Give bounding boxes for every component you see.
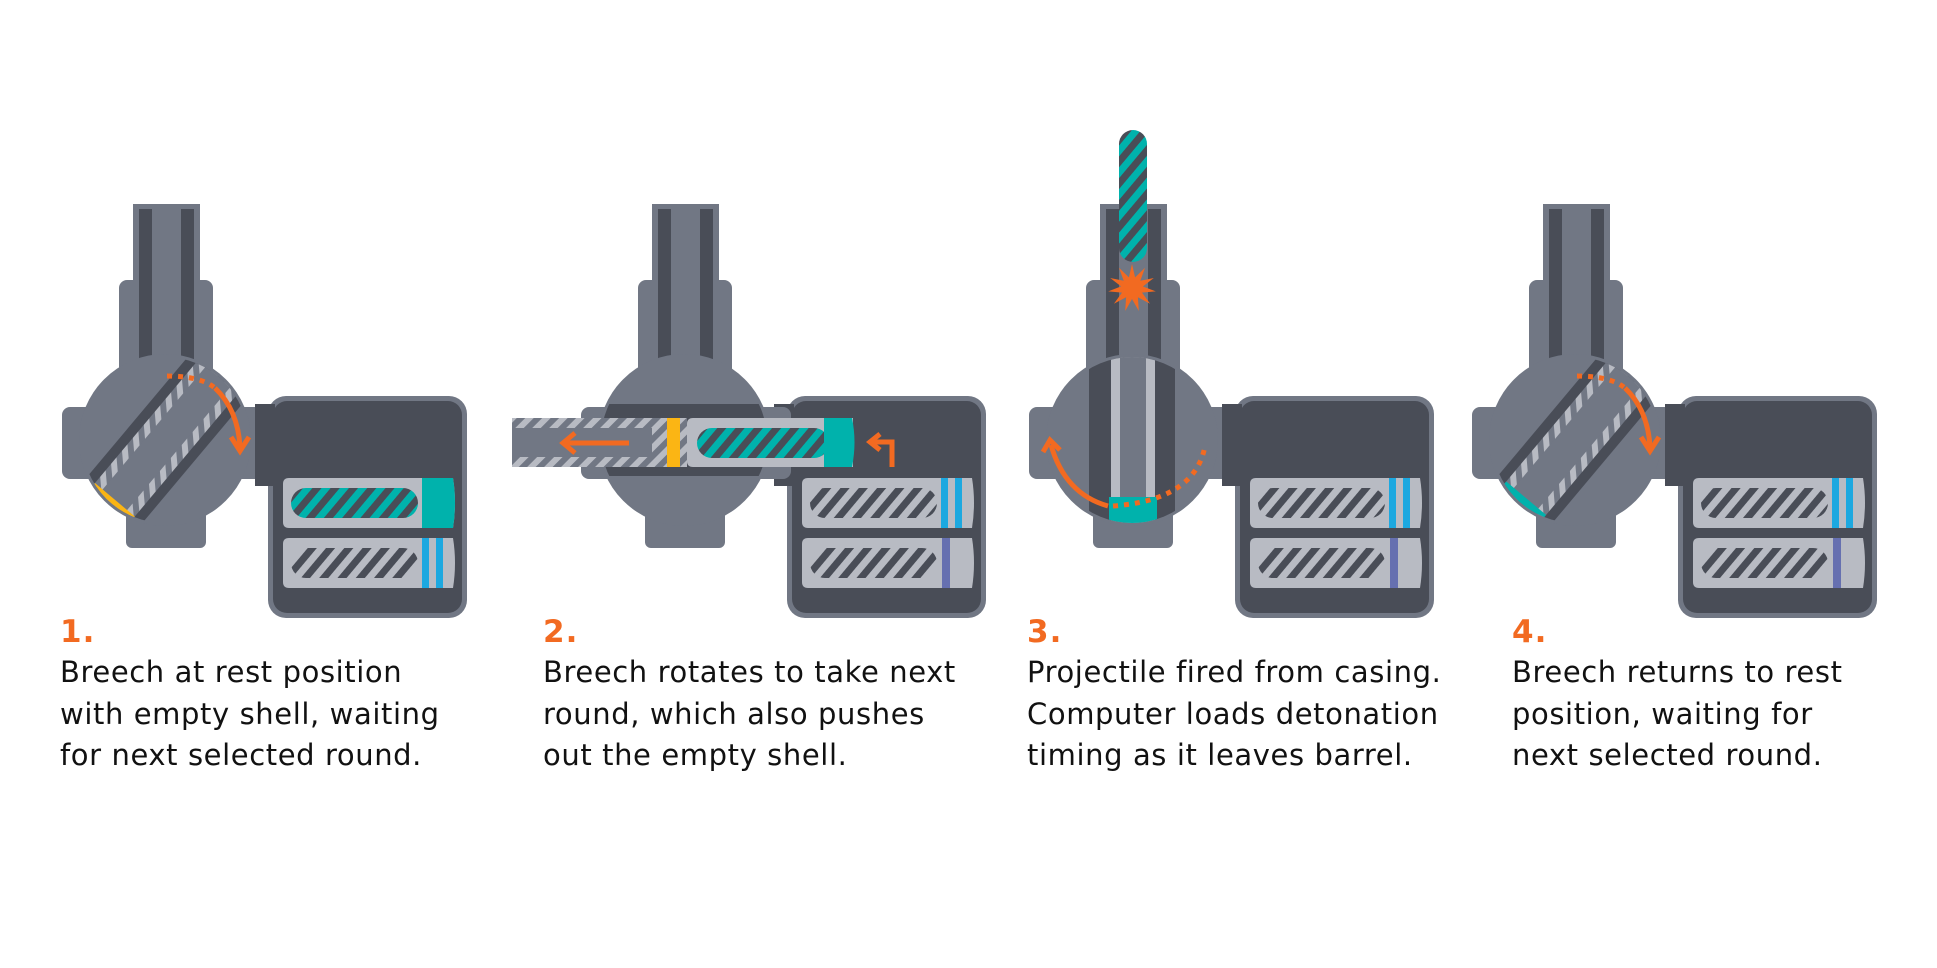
round-in-magazine [283,538,455,588]
barrel-rifling-left [139,209,152,364]
round-projectile [1258,548,1385,578]
round-in-magazine [802,478,974,528]
round-band-blue [941,478,948,528]
round-band-blue [1389,478,1396,528]
round-projectile [291,488,418,518]
muzzle-burst-icon [1108,264,1156,311]
round-band-blue [955,478,962,528]
rotation-arrowhead [1040,435,1062,454]
rotation-path-dotted [1576,373,1627,391]
round-in-magazine [1693,538,1865,588]
step-caption-4: 4. Breech returns to rest position, wait… [1512,612,1937,777]
round-projectile [810,488,937,518]
round-projectile [1701,488,1828,518]
round-band-blue [436,538,443,588]
step-caption-2: 2. Breech rotates to take next round, wh… [543,612,983,777]
barrel-rifling-left [1549,209,1562,364]
step-number: 3. [1027,614,1063,650]
round-band-blue [1832,478,1839,528]
step-caption-1: 1. Breech at rest position with empty sh… [60,612,500,777]
barrel-rifling-right [181,209,194,364]
step-description: Breech returns to rest position, waiting… [1512,655,1843,772]
step-illustration-4 [1472,204,1877,618]
fired-projectile [1119,130,1147,262]
rotation-arrow [1048,444,1109,509]
round-band-blue [1846,478,1853,528]
step-number: 2. [543,614,579,650]
round-projectile [1701,548,1828,578]
step-description: Breech at rest position with empty shell… [60,655,440,772]
round-in-magazine [1250,538,1422,588]
chambered-projectile [697,428,829,458]
step-description: Breech rotates to take next round, which… [543,655,956,772]
step-illustration-2 [512,204,986,618]
feed-arrowhead [865,432,882,452]
rotation-path-dotted [1112,445,1208,509]
round-band-violet [942,538,950,588]
shell-interior [98,357,245,516]
round-in-magazine [1693,478,1865,528]
round-in-magazine [1250,478,1422,528]
barrel-rifling-right [700,209,713,364]
round-projectile [291,548,418,578]
shell-primer [667,418,680,467]
feed-arrow [872,439,895,467]
eject-arrowhead [559,431,577,455]
magazine-feed [1665,404,1685,486]
round-projectile [1258,488,1385,518]
step-caption-3: 3. Projectile fired from casing. Compute… [1027,612,1467,777]
casing-interior [1120,357,1146,505]
round-band-blue [422,538,429,588]
round-cap-teal [422,478,455,528]
rotation-arrow [1623,386,1653,448]
round-band-violet [1833,538,1841,588]
round-in-magazine [802,538,974,588]
magazine-feed [255,404,275,486]
rotation-path-dotted [166,373,217,391]
round-band-violet [1390,538,1398,588]
barrel-rifling-right [1591,209,1604,364]
magazine-feed [1222,404,1242,486]
rotation-arrow [213,386,243,448]
round-band-blue [1403,478,1410,528]
step-description: Projectile fired from casing. Computer l… [1027,655,1442,772]
round-projectile [810,548,937,578]
rotation-arrowhead [228,435,252,456]
step-illustration-1 [62,204,467,618]
shell-interior [1508,357,1655,516]
barrel-rifling-left [658,209,671,364]
step-illustration-3 [1029,130,1434,618]
round-programmed [283,478,455,528]
step-number: 4. [1512,614,1548,650]
barrel-rifling-left [1106,209,1119,364]
step-number: 1. [60,614,96,650]
chambered-round-cap [824,418,855,467]
rotation-arrowhead [1638,435,1662,456]
barrel-rifling-right [1148,209,1161,364]
